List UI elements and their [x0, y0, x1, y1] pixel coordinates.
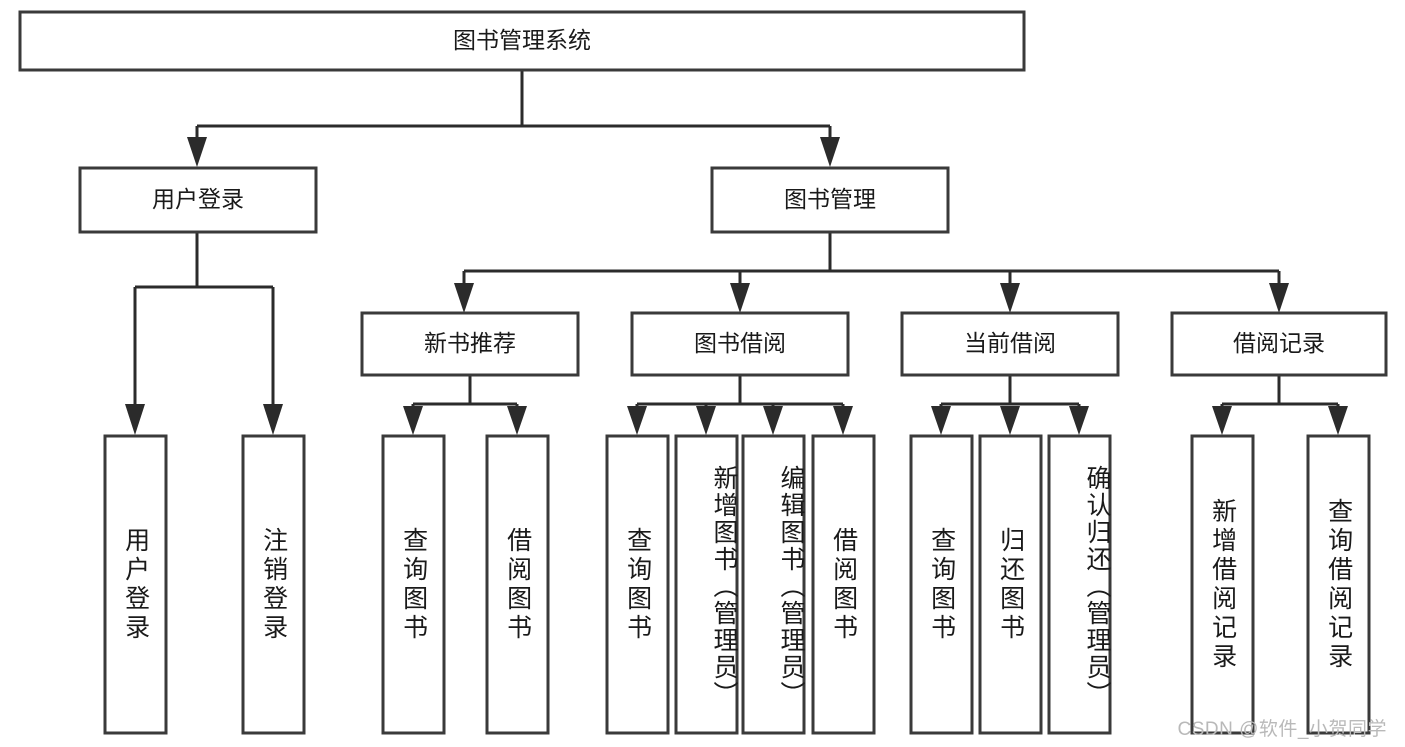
- node-user-login[interactable]: 用户登录: [78, 166, 318, 234]
- arrow-to-current-borrow: [1000, 283, 1020, 313]
- arrow-borrow-record-leaf-2: [1328, 406, 1348, 435]
- node-book-borrow[interactable]: 图书借阅: [630, 311, 850, 377]
- arrow-to-book-borrow: [730, 283, 750, 313]
- leaf-add-book-box[interactable]: [674, 434, 739, 735]
- leaf-query-book-3-box[interactable]: [909, 434, 974, 735]
- arrow-borrow-record-leaf-1: [1212, 406, 1232, 435]
- node-book-management[interactable]: 图书管理: [710, 166, 950, 234]
- node-borrow-record-label: 借阅记录: [1233, 330, 1325, 356]
- leaf-return-book-box[interactable]: [978, 434, 1043, 735]
- arrow-to-borrow-record: [1269, 283, 1289, 313]
- arrow-book-borrow-leaf-1: [627, 406, 647, 435]
- node-borrow-record-box[interactable]: [1170, 311, 1388, 377]
- arrow-new-book-leaf-1: [403, 406, 423, 435]
- leaf-borrow-book-1-box[interactable]: [485, 434, 550, 735]
- csdn-watermark: CSDN @软件_小贺同学: [1177, 719, 1387, 740]
- connector-layer: [125, 70, 1348, 435]
- leaf-confirm-return-box[interactable]: [1047, 434, 1112, 735]
- arrow-current-borrow-leaf-1: [931, 406, 951, 435]
- arrow-book-borrow-leaf-4: [833, 406, 853, 435]
- node-book-borrow-label: 图书借阅: [694, 330, 786, 356]
- node-user-login-box[interactable]: [78, 166, 318, 234]
- node-current-borrow-label: 当前借阅: [964, 330, 1056, 356]
- arrow-root-to-book-management: [820, 137, 840, 167]
- arrow-root-to-user-login: [187, 137, 207, 167]
- arrow-user-login-leaf-1: [125, 404, 145, 435]
- leaf-add-record-box[interactable]: [1190, 434, 1255, 735]
- leaf-user-logout-box[interactable]: [241, 434, 306, 735]
- arrow-current-borrow-leaf-2: [1000, 406, 1020, 435]
- node-root-box[interactable]: [18, 10, 1026, 72]
- arrow-new-book-leaf-2: [507, 406, 527, 435]
- node-root[interactable]: 图书管理系统: [18, 10, 1026, 72]
- leaf-edit-book-box[interactable]: [741, 434, 806, 735]
- node-book-borrow-box[interactable]: [630, 311, 850, 377]
- node-new-book-recommend-box[interactable]: [360, 311, 580, 377]
- leaf-query-book-1-box[interactable]: [381, 434, 446, 735]
- node-current-borrow-box[interactable]: [900, 311, 1120, 377]
- arrow-current-borrow-leaf-3: [1069, 406, 1089, 435]
- arrow-book-borrow-leaf-2: [696, 406, 716, 435]
- arrow-book-borrow-leaf-3: [763, 406, 783, 435]
- node-new-book-recommend-label: 新书推荐: [424, 330, 516, 356]
- node-user-login-label: 用户登录: [152, 186, 244, 212]
- leaf-borrow-book-2-box[interactable]: [811, 434, 876, 735]
- node-borrow-record[interactable]: 借阅记录: [1170, 311, 1388, 377]
- leaf-layer: [103, 434, 1371, 735]
- arrow-user-login-leaf-2: [263, 404, 283, 435]
- node-book-management-box[interactable]: [710, 166, 950, 234]
- leaf-query-book-2-box[interactable]: [605, 434, 670, 735]
- node-book-management-label: 图书管理: [784, 186, 876, 212]
- arrow-to-new-book-recommend: [454, 283, 474, 313]
- node-new-book-recommend[interactable]: 新书推荐: [360, 311, 580, 377]
- leaf-query-record-box[interactable]: [1306, 434, 1371, 735]
- node-root-label: 图书管理系统: [453, 27, 591, 53]
- node-current-borrow[interactable]: 当前借阅: [900, 311, 1120, 377]
- leaf-user-login-box[interactable]: [103, 434, 168, 735]
